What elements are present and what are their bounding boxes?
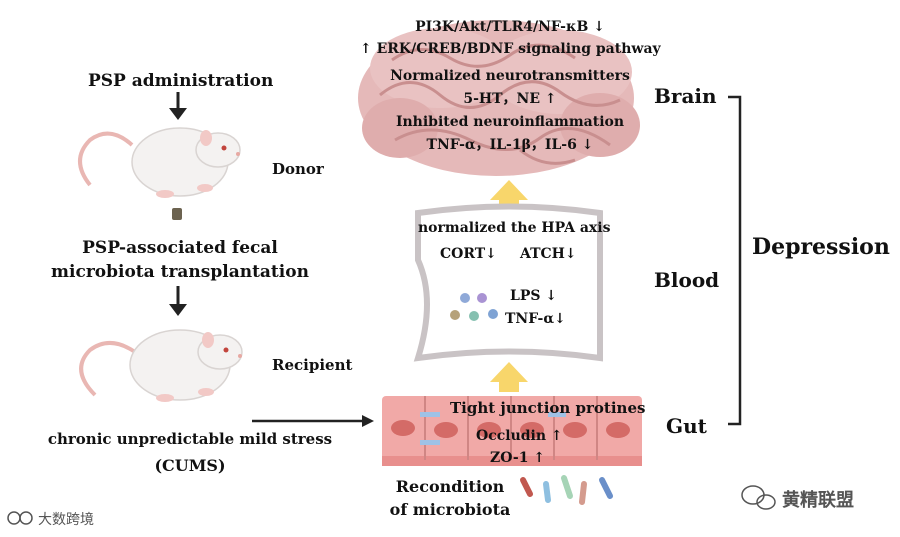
watermark-left: 大数跨境: [38, 512, 94, 528]
arrow-up-blood: [490, 362, 528, 392]
brain-illustration: [358, 20, 640, 176]
depression-bracket: [728, 95, 742, 426]
step-cums-line1: chronic unpredictable mild stress: [47, 430, 333, 448]
blood-cort: CORT↓: [440, 246, 497, 262]
recipient-rat: [79, 329, 243, 402]
brain-cytokines: TNF-α，IL-1β，IL-6 ↓: [426, 137, 594, 153]
brain-5ht-ne: 5-HT，NE ↑: [463, 91, 557, 107]
step-fmt-line1: PSP-associated fecal: [82, 238, 278, 258]
brain-neurotransmitters: Normalized neurotransmitters: [390, 68, 630, 84]
brain-neuroinflammation: Inhibited neuroinflammation: [395, 114, 625, 130]
donor-rat: [78, 127, 241, 198]
blood-banner: [413, 203, 603, 362]
blood-tnf: TNF-α↓: [505, 311, 566, 327]
left-watermark-icon: [7, 511, 33, 525]
arrow-down-1: [169, 92, 187, 120]
blood-cells: [450, 293, 498, 321]
outcome-depression: Depression: [752, 234, 890, 260]
blood-hpa-axis: normalized the HPA axis: [418, 220, 611, 236]
step-cums-line2: (CUMS): [154, 456, 226, 475]
wechat-watermark-icon: [741, 485, 776, 510]
watermark-right: 黄精联盟: [782, 490, 854, 511]
arrow-up-brain: [490, 180, 528, 208]
fecal-jar: [172, 208, 182, 220]
microbiota-line1: Recondition: [395, 477, 505, 496]
gut-occludin: Occludin ↑: [476, 428, 563, 444]
microbiota-line2: of microbiota: [389, 500, 511, 519]
blood-lps: LPS ↓: [510, 288, 558, 304]
brain-pathway-down: PI3K/Akt/TLR4/NF-κB ↓: [415, 19, 605, 35]
step-psp-administration: PSP administration: [88, 71, 274, 91]
gut-tight-junction: Tight junction protines: [450, 399, 646, 417]
step-fmt-line2: microbiota transplantation: [51, 262, 309, 282]
microbiota-rods: [520, 475, 613, 505]
region-brain: Brain: [654, 84, 717, 108]
brain-pathway-up: ↑ ERK/CREB/BDNF signaling pathway: [360, 41, 661, 57]
arrow-right-to-gut: [252, 415, 374, 427]
gut-zo1: ZO-1 ↑: [490, 450, 546, 466]
recipient-label: Recipient: [272, 356, 353, 374]
donor-label: Donor: [272, 160, 324, 178]
blood-atch: ATCH↓: [520, 246, 577, 262]
brain-text-block: PI3K/Akt/TLR4/NF-κB ↓ ↑ ERK/CREB/BDNF si…: [360, 16, 661, 156]
region-gut: Gut: [666, 414, 707, 438]
gut-epithelium: [382, 396, 642, 466]
region-blood: Blood: [654, 268, 720, 292]
arrow-down-2: [169, 286, 187, 316]
